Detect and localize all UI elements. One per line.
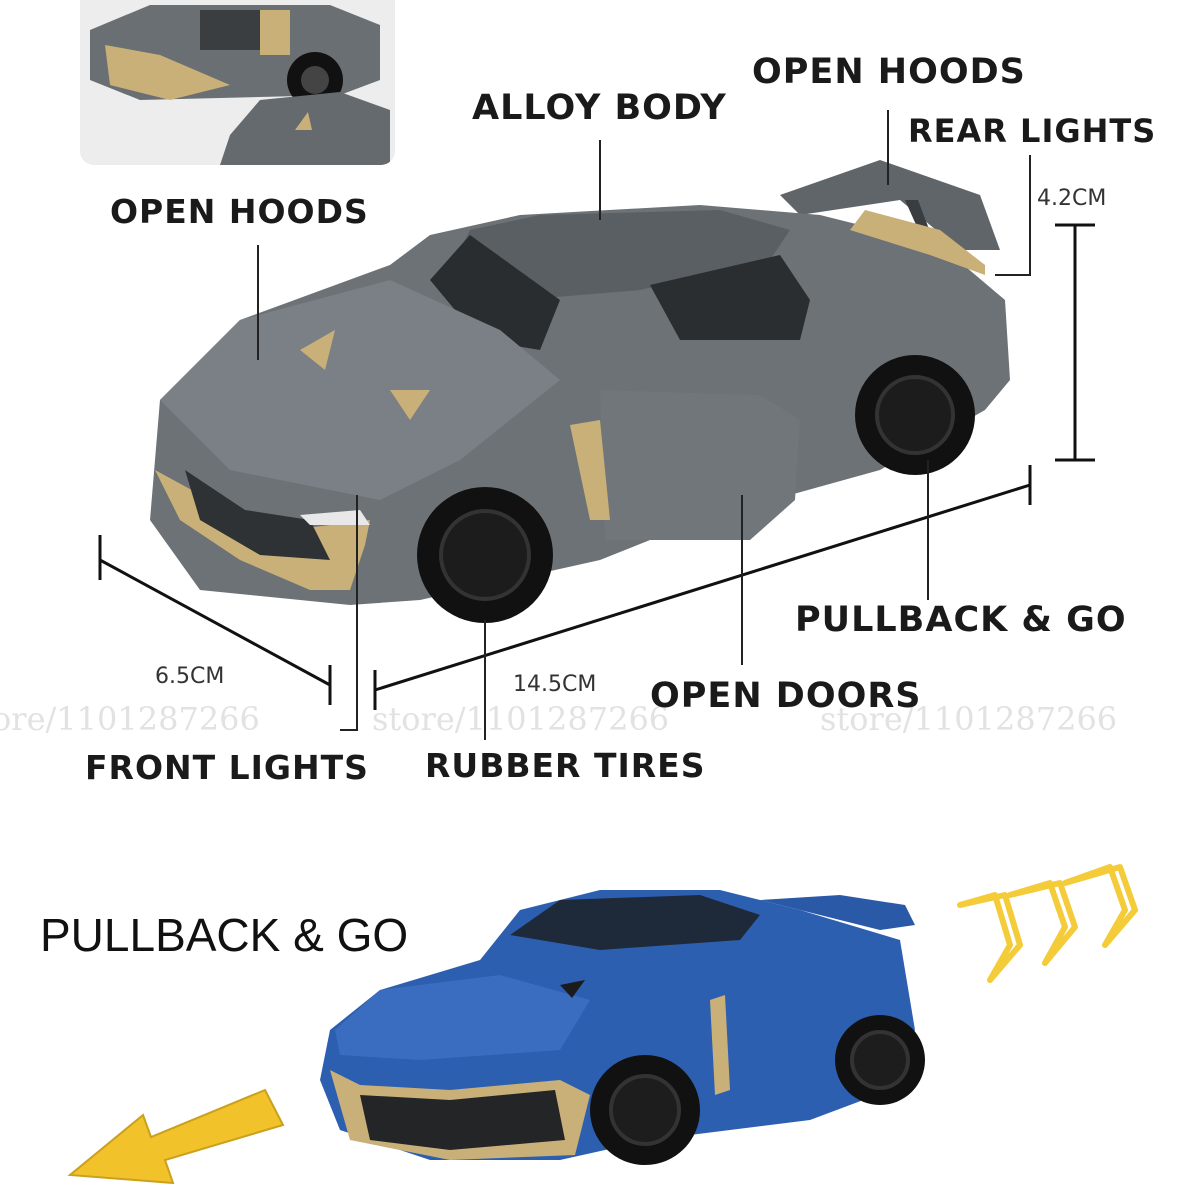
label-open-hoods-top: OPEN HOODS: [752, 52, 1026, 92]
engine-inset-photo: [80, 0, 395, 165]
label-rubber-tires: RUBBER TIRES: [425, 746, 706, 785]
label-rear-lights: REAR LIGHTS: [908, 112, 1157, 150]
watermark: store/1101287266: [820, 700, 1118, 738]
watermark: store/1101287266: [372, 700, 670, 738]
pullback-go-title: PULLBACK & GO: [40, 909, 409, 961]
dimension-width: 6.5CM: [155, 664, 225, 689]
watermark: ore/1101287266: [0, 700, 260, 738]
blue-car-image: [320, 890, 925, 1165]
label-pullback-go: PULLBACK & GO: [795, 600, 1127, 640]
label-alloy-body: ALLOY BODY: [472, 88, 727, 128]
label-front-lights: FRONT LIGHTS: [85, 748, 369, 787]
speed-chevrons-icon: [957, 864, 1138, 983]
label-open-doors: OPEN DOORS: [650, 676, 922, 716]
dimension-length: 14.5CM: [513, 672, 597, 697]
label-open-hoods-left: OPEN HOODS: [110, 192, 369, 231]
motion-arrow-icon: [67, 1088, 285, 1185]
grey-car-image: [98, 110, 1095, 740]
dimension-height: 4.2CM: [1037, 186, 1107, 211]
